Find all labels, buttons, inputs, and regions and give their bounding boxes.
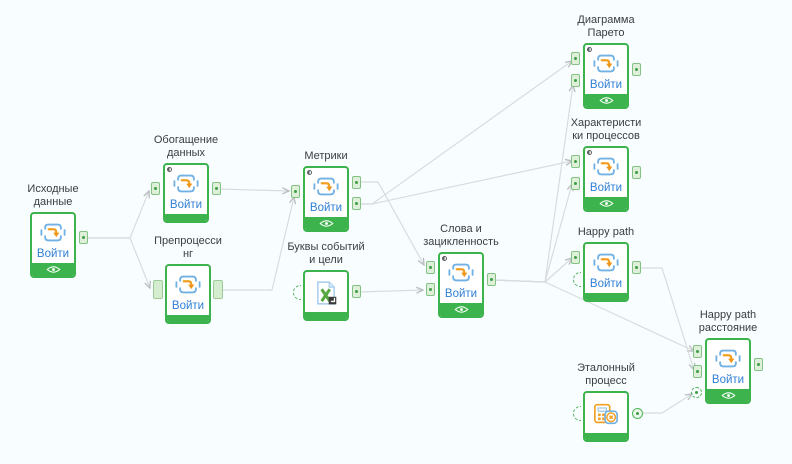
dashed-input-port[interactable] xyxy=(293,285,301,300)
output-port[interactable] xyxy=(213,280,223,299)
node-happy-path[interactable]: Happy path Войти xyxy=(571,226,641,302)
eye-icon[interactable] xyxy=(319,219,334,228)
node-happy-path-rasstoyanie[interactable]: Happy path расстояние Войти xyxy=(691,309,763,404)
node-label: Метрики xyxy=(304,150,348,162)
output-port[interactable] xyxy=(632,261,641,274)
enter-link[interactable]: Войти xyxy=(36,248,70,260)
edge-etalon-happy-dist xyxy=(640,393,694,414)
input-port-2[interactable] xyxy=(693,365,702,378)
output-port[interactable] xyxy=(487,273,496,286)
output-port[interactable] xyxy=(632,63,641,76)
edge-bukvy-slova xyxy=(357,286,425,294)
node-label: Happy path xyxy=(577,226,635,238)
node-label: Буквы событий и цели xyxy=(287,241,365,266)
node-label: Препроцесси нг xyxy=(154,235,222,260)
enter-link[interactable]: Войти xyxy=(309,202,343,214)
node-label: Обогащение данных xyxy=(153,134,219,159)
output-port[interactable] xyxy=(212,182,221,195)
enter-link[interactable]: Войти xyxy=(589,79,623,91)
edge-slova-happy-path xyxy=(492,256,574,283)
dashed-input-port[interactable] xyxy=(691,387,702,398)
eye-icon[interactable] xyxy=(454,305,469,314)
enter-node-icon xyxy=(593,155,619,178)
enter-link[interactable]: Войти xyxy=(589,182,623,194)
input-port-1[interactable] xyxy=(426,261,435,274)
excel-file-icon xyxy=(313,280,339,306)
enter-link[interactable]: Войти xyxy=(171,300,205,312)
enter-node-icon xyxy=(173,172,199,195)
node-metriki[interactable]: Метрики Войти xyxy=(291,150,361,232)
output-port[interactable] xyxy=(352,285,361,298)
status-half-circle-icon xyxy=(167,167,172,172)
status-half-circle-icon xyxy=(442,256,447,261)
table-calculator-icon xyxy=(593,401,619,427)
enter-link[interactable]: Войти xyxy=(444,288,478,300)
node-label: Happy path расстояние xyxy=(698,309,758,334)
status-half-circle-icon xyxy=(587,47,592,52)
input-port-2[interactable] xyxy=(571,74,580,87)
input-port[interactable] xyxy=(153,280,163,299)
input-port-1[interactable] xyxy=(571,155,580,168)
status-half-circle-icon xyxy=(587,150,592,155)
output-port[interactable] xyxy=(754,358,763,371)
output-port-2[interactable] xyxy=(352,197,361,210)
enter-link[interactable]: Войти xyxy=(589,278,623,290)
node-bukvy-sobytiy-i-tseli[interactable]: Буквы событий и цели xyxy=(287,241,365,321)
node-label: Слова и зацикленность xyxy=(423,223,499,248)
node-label: Эталонный процесс xyxy=(577,362,635,387)
output-port[interactable] xyxy=(632,408,643,419)
node-etalonnyy-protsess[interactable]: Эталонный процесс xyxy=(573,362,643,442)
edge-metriki-pareto xyxy=(358,60,574,205)
node-ishodnye-dannye[interactable]: Исходные данные Войти xyxy=(27,183,88,278)
output-port-1[interactable] xyxy=(352,176,361,189)
input-port[interactable] xyxy=(571,251,580,264)
dashed-input-port[interactable] xyxy=(573,406,581,421)
node-diagramma-pareto[interactable]: Диаграмма Парето Войти xyxy=(571,14,641,109)
eye-icon[interactable] xyxy=(599,199,614,208)
node-obogashchenie-dannykh[interactable]: Обогащение данных Войти xyxy=(151,134,221,223)
input-port-1[interactable] xyxy=(693,345,702,358)
input-port-1[interactable] xyxy=(571,52,580,65)
enter-node-icon xyxy=(593,251,619,274)
edge-metriki-kharakteristiki xyxy=(358,158,574,205)
input-port[interactable] xyxy=(291,185,300,198)
input-port-2[interactable] xyxy=(571,177,580,190)
output-port[interactable] xyxy=(79,231,88,244)
enter-node-icon xyxy=(593,52,619,75)
node-preprocessing[interactable]: Препроцесси нг Войти xyxy=(153,235,223,324)
eye-icon[interactable] xyxy=(721,391,736,400)
input-port-2[interactable] xyxy=(426,283,435,296)
node-kharakteristiki-protsessov[interactable]: Характеристи ки процессов Войти xyxy=(571,117,641,212)
node-slova-i-zatsiklennost[interactable]: Слова и зацикленность Войти xyxy=(423,223,499,318)
output-port[interactable] xyxy=(632,166,641,179)
eye-icon[interactable] xyxy=(599,96,614,105)
enter-node-icon xyxy=(715,347,741,370)
edge-slova-pareto xyxy=(492,83,576,283)
enter-node-icon xyxy=(40,221,66,244)
node-label: Диаграмма Парето xyxy=(577,14,635,39)
eye-icon[interactable] xyxy=(46,265,61,274)
enter-node-icon xyxy=(448,261,474,284)
enter-node-icon xyxy=(175,273,201,296)
enter-link[interactable]: Войти xyxy=(711,374,745,386)
node-label: Характеристи ки процессов xyxy=(570,117,642,142)
dashed-input-port[interactable] xyxy=(573,272,581,287)
status-half-circle-icon xyxy=(307,170,312,175)
edge-obogashchenie-metriki xyxy=(217,187,291,195)
node-label: Исходные данные xyxy=(27,183,79,208)
input-port[interactable] xyxy=(151,182,160,195)
enter-link[interactable]: Войти xyxy=(169,199,203,211)
enter-node-icon xyxy=(313,175,339,198)
